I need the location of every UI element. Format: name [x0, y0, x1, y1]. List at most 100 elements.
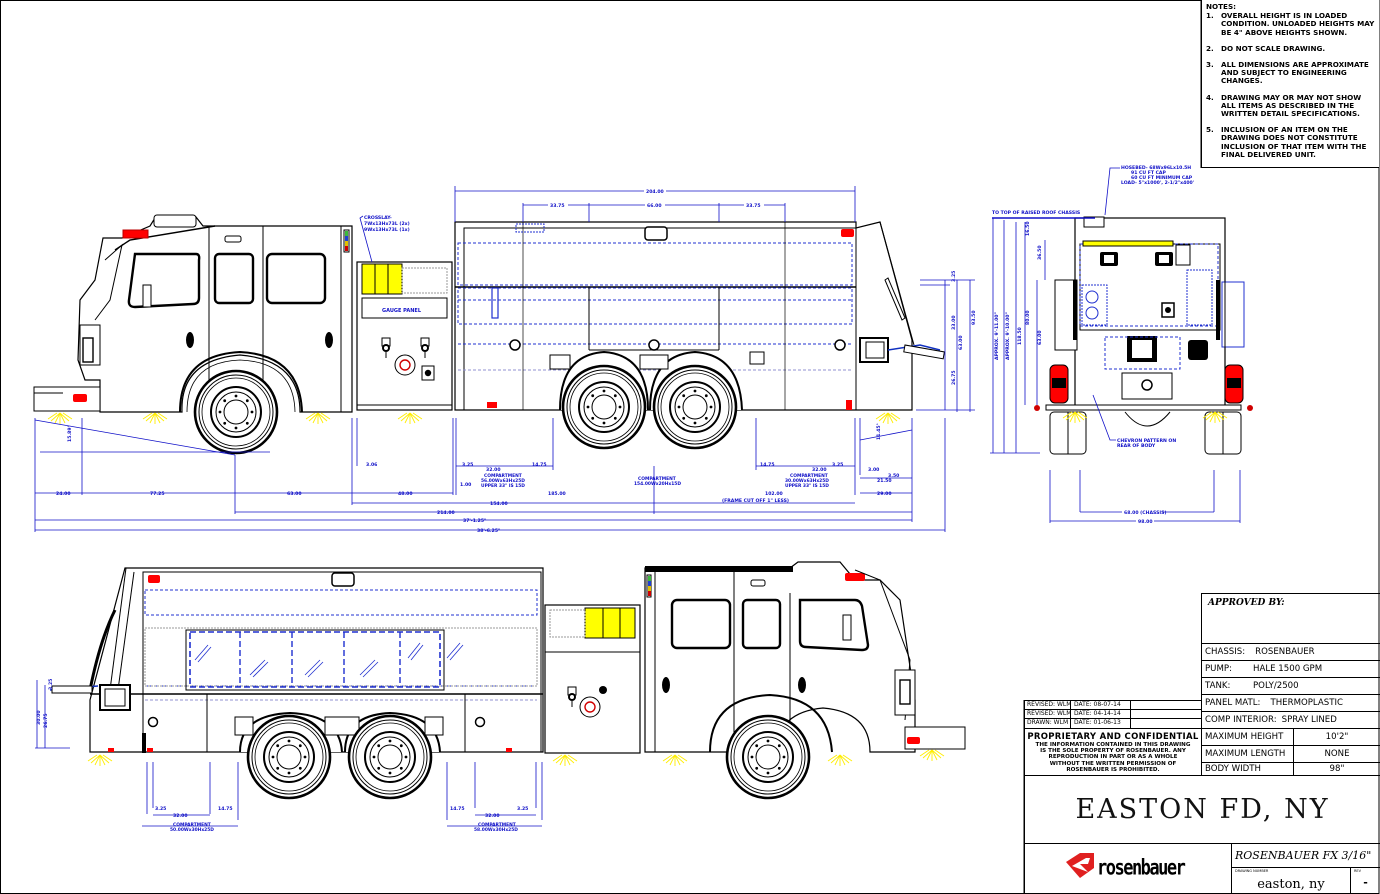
- dim-front-overhang: 24.00: [56, 491, 71, 497]
- dim-rear-height-4: 80.00: [1025, 310, 1031, 325]
- note-item: 4.DRAWING MAY OR MAY NOT SHOW ALL ITEMS …: [1206, 92, 1375, 119]
- dim-chassis-width: 68.00 (CHASSIS): [1124, 510, 1167, 516]
- notes-title: NOTES:: [1206, 2, 1236, 11]
- crosslay-note-2: 7Wx13Hx73L (2x): [364, 221, 410, 227]
- dim-v-26-75: 26.75: [951, 370, 957, 385]
- hosebed-note-2: 91 CU FT CAP: [1131, 170, 1166, 176]
- spec-comp-interior: COMP INTERIOR:SPRAY LINED: [1201, 711, 1380, 728]
- comp-center-label-1: COMPARTMENT: [638, 476, 676, 482]
- frame-note: (FRAME CUT OFF 1" LESS): [722, 498, 789, 504]
- logo-cell: [1024, 843, 1231, 894]
- proprietary-notice: PROPRIETARY AND CONFIDENTIAL THE INFORMA…: [1024, 728, 1201, 775]
- dim-left-v3: 26.75: [43, 713, 49, 728]
- dim-rear-height-7: 36.50: [1037, 245, 1043, 260]
- dim-rear-c: 21.50: [877, 478, 892, 484]
- dim-rear-a: 3.00: [868, 467, 879, 473]
- note-text: INCLUSION OF AN ITEM ON THE DRAWING DOES…: [1221, 125, 1367, 159]
- comp2-label-3: UPPER 33" IS 15D: [785, 483, 829, 489]
- comp1-label-2: 56.00Wx63Hx25D: [481, 478, 525, 484]
- dim-comp-gap: 48.00: [398, 491, 413, 497]
- note-text: OVERALL HEIGHT IS IN LOADED CONDITION. U…: [1221, 11, 1375, 37]
- dim-body-214: 214.00: [437, 510, 455, 516]
- dim-left-b2: 32.00: [485, 813, 500, 819]
- dim-left-b1: 14.75: [450, 806, 465, 812]
- dim-axle-to-body: 63.00: [287, 491, 302, 497]
- hosebed-note-1: HOSEBED- 68Wx96Lx10.5H: [1121, 165, 1191, 171]
- dim-rear-height-6: 16.50: [1025, 221, 1031, 236]
- spec-tank: TANK:POLY/2500: [1201, 677, 1380, 694]
- rosenbauer-logo-text: rosenbauer: [1097, 855, 1186, 881]
- model-name: ROSENBAUER FX 3/16": [1231, 843, 1380, 867]
- raised-roof-note: TO TOP OF RAISED ROOF CHASSIS: [992, 210, 1080, 216]
- notes-box: NOTES: 1.OVERALL HEIGHT IS IN LOADED CON…: [1201, 0, 1379, 168]
- right-side-view: GAUGE PANEL: [33, 186, 977, 534]
- rear-view: HOSEBED- 68Wx96Lx10.5H 91 CU FT CAP 60 C…: [990, 165, 1253, 525]
- dim-front-to-axle: 77.25: [150, 491, 165, 497]
- comp1-label-1: COMPARTMENT: [484, 473, 522, 479]
- dim-comp2-c: 3.25: [832, 462, 843, 468]
- gauge-panel-label: GAUGE PANEL: [382, 308, 422, 314]
- dim-pump-house: 3.06: [366, 462, 377, 468]
- proprietary-text: THE INFORMATION CONTAINED IN THIS DRAWIN…: [1035, 742, 1191, 773]
- dim-length-1: 37'-1.25": [463, 518, 486, 524]
- comp-left-label-2: 50.00Wx30Hx25D: [170, 827, 214, 833]
- dim-comp2-a: 14.75: [760, 462, 775, 468]
- spec-chassis: CHASSIS:ROSENBAUER: [1201, 643, 1380, 660]
- dim-left-v2: 30.00: [36, 710, 42, 725]
- dim-comp1-d: 1.00: [460, 482, 471, 488]
- dim-front-angle: 15.89°: [67, 425, 73, 442]
- dim-rear-b: 3.50: [888, 473, 899, 479]
- rosenbauer-logo-mark: [1066, 853, 1094, 878]
- chevron-note-1: CHEVRON PATTERN ON: [1117, 438, 1176, 444]
- note-text: DO NOT SCALE DRAWING.: [1221, 43, 1326, 53]
- chevron-note-2: REAR OF BODY: [1117, 443, 1156, 449]
- dim-v-93-5: 93.50: [971, 310, 977, 325]
- drawing-number: easton, ny: [1257, 877, 1325, 892]
- crosslay-note-1: CROSSLAY-: [364, 215, 392, 221]
- dim-v-3-25: 3.25: [951, 271, 957, 282]
- crosslay-note-3: 9Wx13Hx73L (1x): [364, 227, 410, 233]
- proprietary-title: PROPRIETARY AND CONFIDENTIAL: [1027, 732, 1199, 742]
- rev-value: -: [1363, 876, 1368, 889]
- rev-cell: REV -: [1350, 867, 1380, 894]
- dim-left-v1: 3.25: [48, 679, 54, 690]
- hosebed-note-3: 60 CU FT MINIMUM CAP: [1131, 175, 1193, 181]
- dim-left-b3: 3.25: [517, 806, 528, 812]
- note-item: 3.ALL DIMENSIONS ARE APPROXIMATE AND SUB…: [1206, 60, 1375, 86]
- dim-v-63: 63.00: [958, 335, 964, 350]
- dim-rear-height-2: APPROX. 9'-10.00": [1005, 312, 1011, 360]
- dim-rear-height-1: APPROX. 9'-11.00": [994, 312, 1000, 360]
- dim-rear-angle: 11.45°: [876, 423, 882, 440]
- dim-frame: 102.00: [765, 491, 783, 497]
- drawing-number-caption: DRAWING NUMBER: [1235, 869, 1269, 873]
- comp2-label-2: 30.00Wx63Hx25D: [785, 478, 829, 484]
- dim-left-a1: 3.25: [155, 806, 166, 812]
- dim-top-right: 33.75: [746, 203, 761, 209]
- drawing-number-cell: DRAWING NUMBER easton, ny: [1231, 867, 1350, 894]
- comp2-label-1: COMPARTMENT: [790, 473, 828, 479]
- customer-name: EASTON FD, NY: [1024, 775, 1380, 843]
- dim-rear-height-5: 63.00: [1037, 330, 1043, 345]
- spec-pump: PUMP:HALE 1500 GPM: [1201, 660, 1380, 677]
- dim-v-33: 33.00: [951, 315, 957, 330]
- dim-left-a3: 14.75: [218, 806, 233, 812]
- rev-caption: REV: [1354, 869, 1362, 873]
- dim-body-length: 204.00: [646, 189, 664, 195]
- comp-right-label-1: COMPARTMENT: [478, 822, 516, 828]
- dim-comp1-b: 32.00: [486, 467, 501, 473]
- note-text: DRAWING MAY OR MAY NOT SHOW ALL ITEMS AS…: [1221, 92, 1362, 119]
- left-side-view: 3.25 32.00 14.75 COMPARTMENT 50.00Wx30Hx…: [35, 561, 966, 833]
- dim-wheelbase: 185.00: [548, 491, 566, 497]
- dim-left-a2: 32.00: [173, 813, 188, 819]
- dim-rear-height-3: 118.50: [1017, 327, 1023, 345]
- comp-right-label-2: 58.00Wx30Hx25D: [474, 827, 518, 833]
- note-text: ALL DIMENSIONS ARE APPROXIMATE AND SUBJE…: [1221, 60, 1369, 86]
- comp-left-label-1: COMPARTMENT: [173, 822, 211, 828]
- hosebed-note-4: LOAD- 5"x1000', 2-1/2"x400': [1121, 180, 1194, 186]
